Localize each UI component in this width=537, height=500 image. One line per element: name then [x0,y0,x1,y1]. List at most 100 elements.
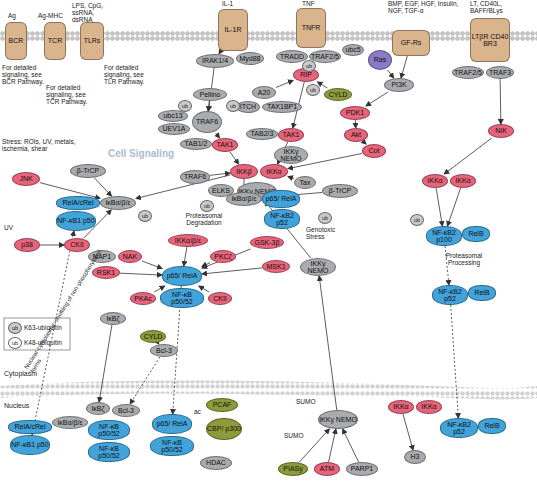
node-text: PKCζ [214,253,231,261]
compartment-label: Cytoplasm [4,370,37,377]
node-text: TAB2/3 [251,130,274,138]
annotation: IL-1 [222,0,233,7]
node-text: NF-κB p50/52 [89,445,129,460]
annotation: Ag [8,12,16,19]
compartment-label: Nucleus [4,402,29,409]
node-text: TAB1/2 [185,140,208,148]
protein-oval: CYLD [324,88,352,101]
ubiquitin-tag: ub [178,100,192,112]
signal-arrow [500,79,502,124]
signal-arrow [230,152,239,164]
protein-oval: TAB1/2 [180,138,212,150]
protein-oval: NAK [118,250,142,263]
signal-arrow [184,247,187,266]
protein-oval: PDK1 [340,106,370,120]
node-text: p65/ RelA [266,195,297,203]
signal-arrow [319,276,337,410]
protein-oval: β-TrCP [70,164,106,178]
protein-oval: IκBα/β/ε [100,196,136,210]
node-text: RelB [468,230,483,238]
node-text: PDK1 [346,109,364,117]
node-text: NAK [123,253,137,261]
node-text: Tax [300,179,311,187]
node-text: p65/ RelA [157,420,188,428]
protein-oval: Myd88 [236,52,264,65]
node-text: TNFR [302,24,321,32]
node-text: UEV1A [163,125,186,133]
node-text: IκBζ [106,315,119,323]
receptor-box: BCR [5,22,27,60]
signal-arrow [202,249,251,268]
signal-arrow [276,80,293,87]
protein-oval: CBP/ p300 [206,418,242,440]
node-text: p38 [21,241,33,249]
signal-arrow [299,429,329,462]
protein-oval: PCAF [206,398,238,412]
node-text: PI3K [391,81,406,89]
protein-oval: NF-κB2 p52 [264,209,300,229]
protein-oval: TRAF6 [180,170,210,184]
receptor-box: IL-1R [218,9,248,51]
node-text: p65/ RelA [167,272,198,280]
annotation: LT, CD40L, BAFF/BLys [470,0,534,14]
annotation: Proteasomal Degradation [178,212,230,226]
node-text: IKKα [266,168,281,176]
signal-arrow [451,305,459,418]
legend-text: K63-ubiquitin [24,324,62,331]
protein-oval: RelB [462,226,490,242]
protein-oval: NF-κB1 p50 [10,435,50,455]
node-text: PCAF [213,401,232,409]
protein-oval: p65/ RelA [162,266,202,286]
node-text: LTβR CD40 BR3 [471,33,509,48]
signal-arrow [99,325,112,402]
protein-oval: IκBα/β/ε [52,416,88,429]
node-text: TAX1BP1 [267,103,297,111]
node-text: Myd88 [239,55,260,63]
ubiquitin-tag: ub [226,100,240,112]
protein-oval: ubc5 [342,44,364,56]
node-text: TAK1 [217,141,234,149]
protein-oval: NF-κB p50/52 [88,442,130,462]
protein-oval: ATM [314,462,340,476]
annotation: For detailed signaling, see BCR Pathway. [2,64,46,85]
protein-oval: IKKβ [230,164,258,179]
signal-arrow [202,263,210,267]
node-text: PIASy [283,465,302,473]
watermark: Cell Signaling [108,150,174,157]
annotation: Genotoxic Stress [306,226,350,240]
ubiquitin-tag: ub [138,210,152,222]
node-text: NF-κB1 p50 [11,441,48,449]
protein-oval: CKII [64,238,90,252]
protein-oval: Ras [368,50,392,70]
protein-oval: H3 [404,450,426,464]
protein-oval: TRAF6 [192,111,222,133]
signal-arrow [210,173,230,175]
signal-arrow [343,429,359,462]
node-text: IκBα/β/ε [231,195,256,203]
protein-oval: RelB [478,418,506,434]
protein-oval: TRAF3 [486,66,514,79]
node-text: CBP/ p300 [207,425,241,433]
protein-oval: TAB2/3 [246,128,278,140]
protein-oval: TAK1 [212,138,238,152]
node-text: IKKγ NEMO [275,148,307,163]
node-text: Cot [369,147,380,155]
node-text: H3 [411,453,420,461]
protein-oval: NF-κB p50/52 [160,288,204,308]
node-text: RelB [484,422,499,430]
protein-oval: IKKγ NEMO [274,146,308,164]
node-text: ubc13 [163,112,182,120]
ubiquitin-tag: ub [8,337,22,349]
ubiquitin-tag: ub [302,60,316,72]
protein-oval: PARP1 [346,462,378,476]
node-text: RelA/cRel [14,423,45,431]
node-text: RIP [300,71,312,79]
protein-oval: NF-κB1 p50 [56,211,96,231]
node-text: IRAK1/4 [202,57,228,65]
node-text: β-TrCP [329,187,351,195]
protein-oval: Bcl-3 [150,344,178,357]
node-text: GF-Rs [401,39,422,47]
signal-arrow [444,138,492,174]
node-text: NF-κB p50/52 [89,423,129,438]
node-text: TRAF6 [196,118,218,126]
